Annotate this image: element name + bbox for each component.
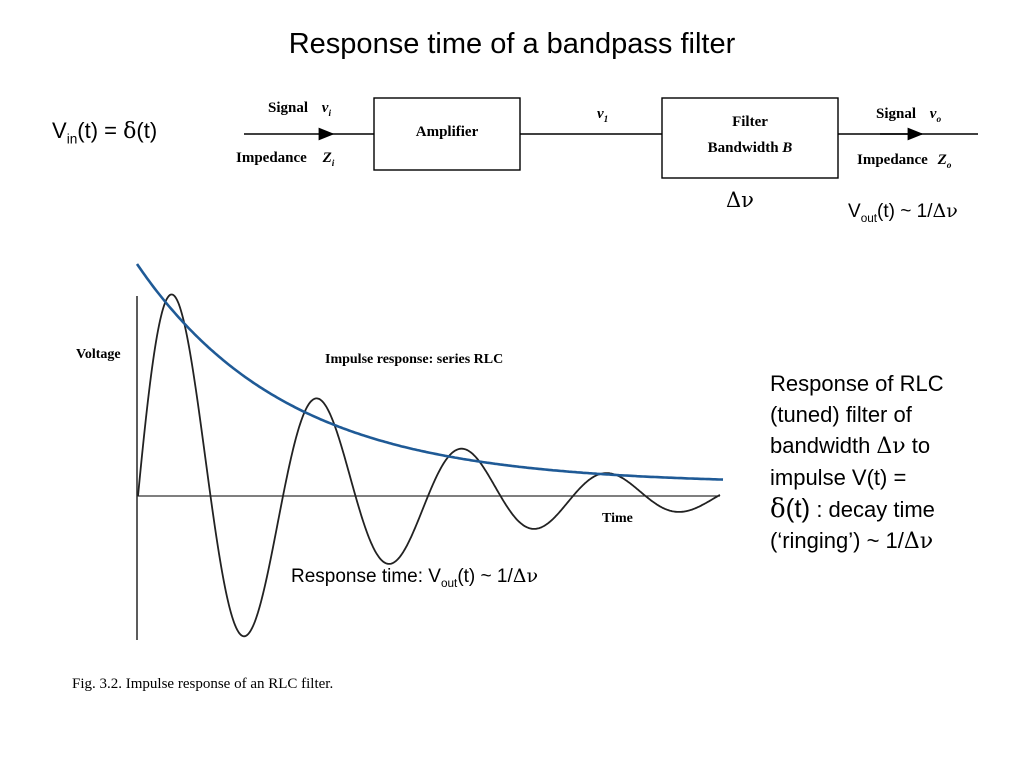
amplifier-block — [373, 97, 521, 171]
y-axis-label: Voltage — [76, 347, 121, 362]
x-axis-label: Time — [602, 511, 633, 526]
graph-inner-title: Impulse response: series RLC — [325, 352, 504, 367]
page-title: Response time of a bandpass filter — [288, 28, 736, 60]
explanation-note: Response of RLC (tuned) filter of bandwi… — [770, 371, 944, 554]
input-impedance-label: Impedance Zi — [236, 150, 335, 169]
output-label: Vout(t) ~ 1/Δν — [848, 200, 958, 225]
filter-block — [661, 97, 839, 179]
input-label: Vin(t) = δ(t) — [52, 118, 158, 147]
input-signal-label: Signal vi — [268, 100, 332, 119]
response-time-label: Response time: Vout(t) ~ 1/Δν — [291, 565, 539, 590]
damped-oscillation-curve — [137, 293, 721, 638]
filter-label-line1: Filter — [732, 114, 768, 130]
mid-signal-label: ν1 — [597, 106, 609, 125]
output-signal-label: Signal νo — [876, 106, 942, 125]
figure-caption: Fig. 3.2. Impulse response of an RLC fil… — [72, 676, 334, 692]
bandwidth-symbol: Δν — [726, 188, 754, 212]
output-impedance-label: Impedance Zo — [857, 152, 952, 171]
filter-label-line2: Bandwidth B — [707, 140, 793, 156]
decay-envelope-curve — [135, 263, 724, 481]
amplifier-label: Amplifier — [415, 124, 479, 140]
